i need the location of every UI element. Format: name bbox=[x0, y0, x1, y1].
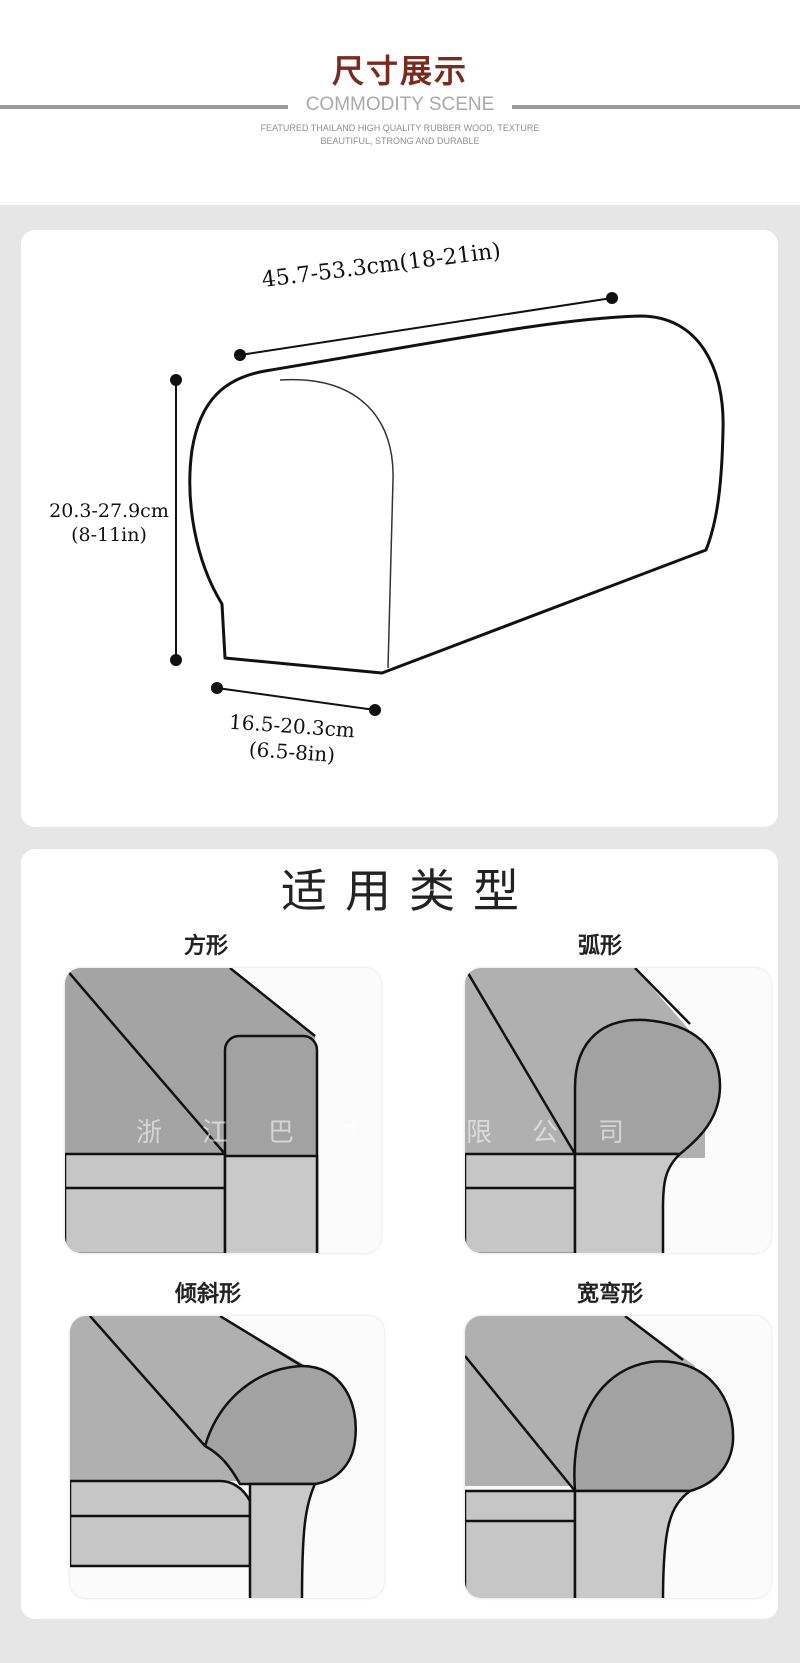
page-title: 尺寸展示 bbox=[331, 52, 468, 90]
sofa-tile-slanted bbox=[70, 1316, 384, 1598]
type-label-round: 弧形 bbox=[577, 934, 622, 959]
divider-left bbox=[0, 105, 288, 109]
header-section: 尺寸展示 COMMODITY SCENE FEATURED THAILAND H… bbox=[0, 0, 800, 205]
round-arm-sofa-icon bbox=[465, 968, 722, 1253]
divider-right bbox=[512, 105, 800, 109]
tagline-line2: BEAUTIFUL, STRONG AND DURABLE bbox=[320, 136, 480, 146]
slanted-arm-sofa-icon bbox=[70, 1316, 357, 1598]
type-label-slanted: 倾斜形 bbox=[174, 1282, 241, 1307]
wide-curve-arm-sofa-icon bbox=[465, 1316, 735, 1598]
length-dot-right bbox=[606, 292, 618, 304]
types-title: 适用类型 bbox=[281, 864, 537, 918]
height-dot-bottom bbox=[170, 654, 182, 666]
width-dot-left bbox=[211, 682, 223, 694]
armrest-outline bbox=[188, 314, 725, 675]
sofa-tile-wide-curve bbox=[465, 1316, 771, 1598]
sofa-tile-round bbox=[465, 968, 771, 1253]
length-dimension-line bbox=[239, 297, 613, 356]
height-label-cm: 20.3-27.9cm bbox=[49, 500, 169, 522]
tagline-line1: FEATURED THAILAND HIGH QUALITY RUBBER WO… bbox=[260, 123, 540, 133]
length-dot-left bbox=[234, 349, 246, 361]
armrest-inner-curve bbox=[279, 378, 394, 669]
sofa-tile-square bbox=[65, 968, 381, 1253]
width-dimension-line bbox=[216, 687, 376, 711]
type-label-wide-curve: 宽弯形 bbox=[576, 1282, 643, 1307]
page-subtitle: COMMODITY SCENE bbox=[305, 94, 495, 115]
type-label-square: 方形 bbox=[183, 934, 228, 959]
height-label-in: (8-11in) bbox=[71, 524, 147, 546]
watermark-text: 浙江巴试有限公司 bbox=[135, 1118, 664, 1148]
square-arm-sofa-icon bbox=[65, 968, 319, 1253]
height-dot-top bbox=[170, 374, 182, 386]
width-dot-right bbox=[369, 704, 381, 716]
